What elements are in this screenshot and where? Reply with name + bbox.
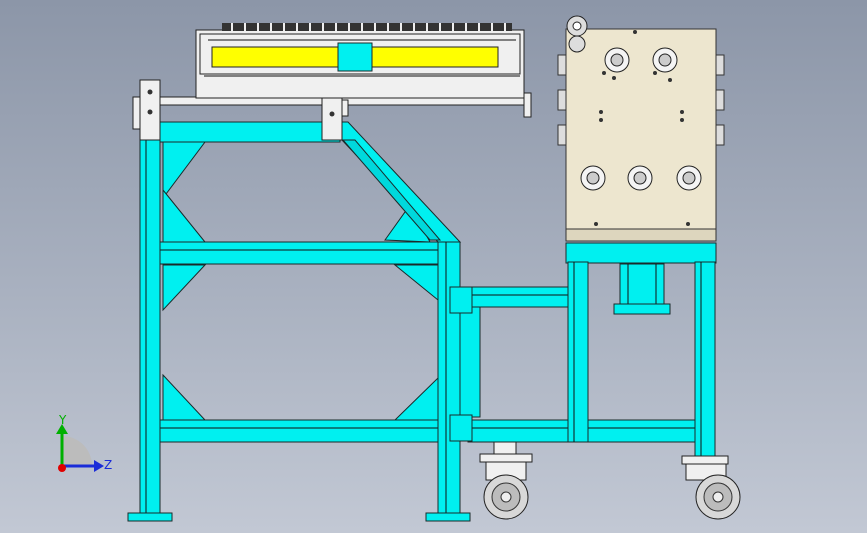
- tray-teeth: [222, 23, 512, 31]
- upper-connector-beam: [467, 286, 569, 308]
- connecting-frame: [449, 286, 697, 443]
- brace-upper-left-lower: [162, 188, 207, 243]
- roller-upper-left: [604, 47, 630, 73]
- brace-lower-right-bottom: [393, 376, 439, 421]
- axis-triad: Y Z: [56, 413, 112, 472]
- brace-lower-left-top: [162, 264, 207, 312]
- center-post: [437, 241, 461, 516]
- left-frame: [127, 121, 471, 522]
- left-post: [139, 139, 161, 516]
- tray-center-block: [337, 42, 373, 72]
- top-beam: [157, 121, 341, 143]
- roller-lower-3: [676, 165, 702, 191]
- caster-right: [681, 455, 741, 520]
- cylinder-flange: [613, 303, 671, 315]
- caster-left: [479, 441, 533, 520]
- brace-upper-left: [162, 141, 206, 200]
- gear-box-panel: [565, 28, 717, 240]
- diagonal-strut-face: [341, 139, 442, 241]
- center-foot: [425, 512, 471, 522]
- right-top-beam: [565, 242, 717, 264]
- mount-holes: [594, 30, 690, 226]
- roller-lower-2: [627, 165, 653, 191]
- lower-beam: [157, 419, 441, 443]
- yellow-pad-right: [371, 46, 499, 68]
- left-foot: [127, 512, 173, 522]
- joint-block-upper: [449, 286, 473, 314]
- y-axis-label: Y: [58, 413, 67, 427]
- right-outer-post: [694, 261, 716, 459]
- right-inner-post: [567, 261, 589, 443]
- gear-box: [557, 15, 725, 242]
- roller-lower-1: [580, 165, 606, 191]
- yellow-pad-left: [211, 46, 341, 68]
- top-assembly: [132, 23, 532, 141]
- joint-block-lower: [449, 414, 473, 442]
- cylinder-body: [619, 263, 665, 305]
- z-axis-label: Z: [104, 458, 112, 472]
- middle-beam: [157, 241, 441, 265]
- origin-dot: [58, 464, 66, 472]
- brace-lower-left-bottom: [162, 373, 207, 421]
- triad-plane: [62, 436, 92, 466]
- brace-lower-right-top: [393, 264, 439, 302]
- roller-upper-right: [652, 47, 678, 73]
- right-frame: [565, 242, 717, 459]
- connector-post: [459, 306, 481, 418]
